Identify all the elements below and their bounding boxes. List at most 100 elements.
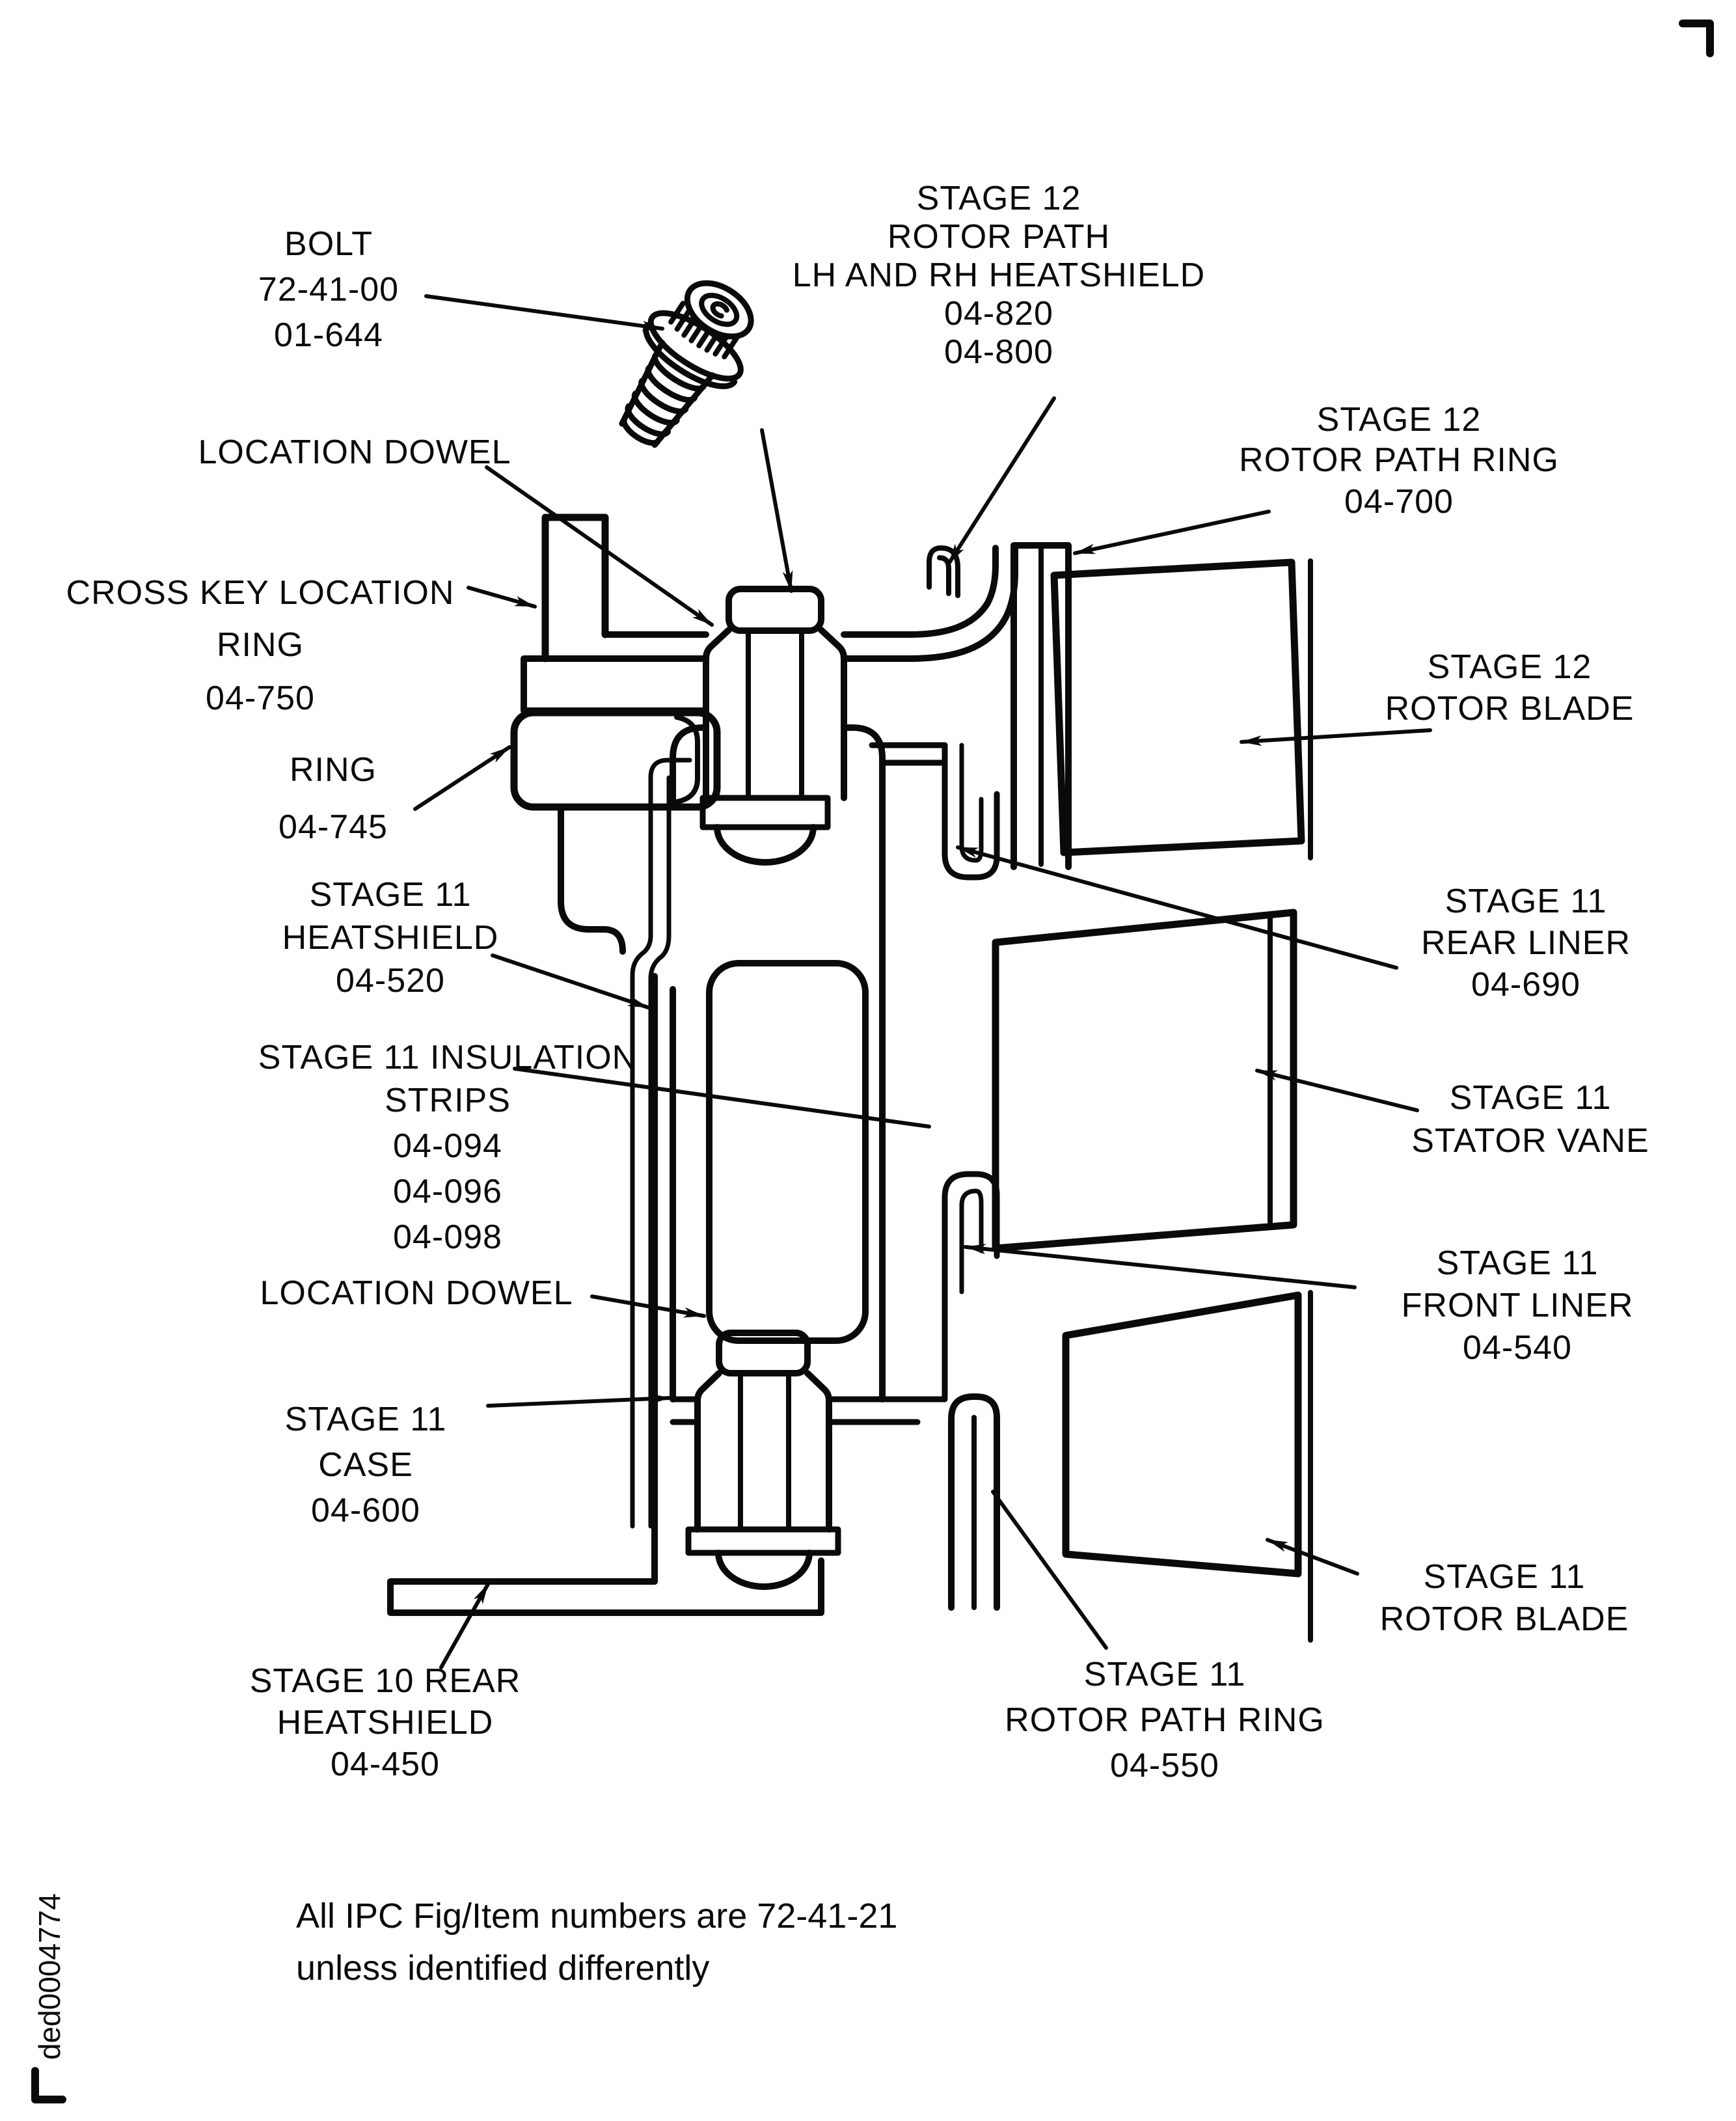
- stage11-rotor-path-ring-leader: [991, 1490, 1108, 1650]
- location-dowel-top-leader: [485, 465, 714, 627]
- callout-bolt-line1: BOLT: [284, 225, 373, 263]
- flange-scurve-inner: [906, 545, 999, 638]
- s11ring-line1: STAGE 11: [1084, 1656, 1246, 1693]
- cross-key-leader: [467, 586, 537, 609]
- stage11-rotor-blade-leader: [1266, 1538, 1359, 1576]
- rear-liner-connector: [869, 742, 948, 766]
- insul-line5: 04-098: [393, 1218, 502, 1256]
- s10hs-line2: HEATSHIELD: [277, 1704, 494, 1742]
- stage11-case-wall: [651, 973, 676, 1585]
- callout-stage11-heatshield: STAGE 11 HEATSHIELD 04-520: [282, 876, 499, 1000]
- ring-line1: RING: [290, 751, 377, 789]
- callout-stage11-rotor-path-ring: STAGE 11 ROTOR PATH RING 04-550: [1005, 1656, 1325, 1785]
- callouts: BOLT 72-41-00 01-644 LOCATION DOWEL STAG…: [66, 180, 1649, 1785]
- stage10-heatshield-leader: [439, 1582, 490, 1669]
- dowel-bottom-dome: [715, 1550, 813, 1590]
- dowel-bottom-cap: [716, 1330, 811, 1376]
- callout-bolt-line3: 01-644: [274, 316, 383, 354]
- stage11-case-leader: [486, 1393, 672, 1408]
- dowel-top-shank: [746, 629, 804, 801]
- crop-mark-top-right: [1679, 20, 1714, 57]
- ring-04-745-block: [510, 709, 721, 811]
- frontliner-line3: 04-540: [1463, 1329, 1572, 1367]
- callout-front-liner: STAGE 11 FRONT LINER 04-540: [1402, 1244, 1633, 1367]
- s12ring-line2: ROTOR PATH RING: [1239, 441, 1559, 479]
- s12blade-line2: ROTOR BLADE: [1385, 690, 1634, 728]
- ring-leader: [413, 745, 511, 811]
- rearliner-line1: STAGE 11: [1445, 883, 1607, 920]
- stage12-rotor-blade-block: [1050, 558, 1305, 856]
- case-line3: 04-600: [311, 1492, 420, 1529]
- callout-bolt-line2: 72-41-00: [258, 271, 399, 308]
- stage11-rotor-blade-block: [1062, 1291, 1302, 1578]
- callout-bolt: BOLT 72-41-00 01-644: [258, 225, 399, 354]
- stage12-heatshield-leader: [947, 396, 1056, 566]
- ipc-note-line1: All IPC Fig/Item numbers are 72-41-21: [296, 1896, 897, 1936]
- callout-location-dowel-top: LOCATION DOWEL: [198, 433, 511, 471]
- stator-vane-leader: [1255, 1069, 1419, 1112]
- stage11-heatshield-leader: [491, 953, 650, 1009]
- cross-key-ring-post: [541, 513, 609, 663]
- rear-liner-leader: [956, 845, 1398, 970]
- ring-line2: 04-745: [278, 808, 388, 846]
- rearliner-line3: 04-690: [1471, 966, 1580, 1004]
- rearliner-line2: REAR LINER: [1421, 924, 1631, 962]
- bolt-leader: [424, 294, 664, 331]
- bolt-head-socket: [699, 292, 740, 327]
- case-line1: STAGE 11: [285, 1401, 447, 1438]
- callout-stage11-rotor-blade: STAGE 11 ROTOR BLADE: [1380, 1558, 1629, 1638]
- stage11-front-liner-clip: [942, 1171, 1000, 1295]
- rear-liner-clip-inner: [959, 743, 984, 863]
- bolt-illustration: [619, 280, 754, 448]
- front-liner-clip-inner: [959, 1188, 984, 1294]
- stage11-rotor-path-ring-band: [948, 1393, 1000, 1611]
- ring-to-case-step: [558, 804, 626, 955]
- stage11-heatshield-wall-outer: [630, 758, 692, 1529]
- s10hs-line3: 04-450: [331, 1745, 440, 1783]
- stage11-stator-vane-block: [992, 909, 1297, 1252]
- crosskey-line1: CROSS KEY LOCATION: [66, 574, 455, 612]
- case-boss-outline: [670, 724, 886, 1403]
- insul-line1: STAGE 11 INSULATION: [258, 1039, 637, 1076]
- crop-mark-bottom-left: [31, 2067, 66, 2103]
- stage11-heatshield-wall-inner: [648, 775, 671, 1529]
- case-line2: CASE: [318, 1446, 413, 1484]
- dowel-bottom-washer: [685, 1526, 841, 1556]
- s12hs-line4: 04-820: [944, 295, 1053, 333]
- bolt-socket-notch: [710, 301, 729, 319]
- document-id-watermark: ded0004774: [33, 1893, 66, 2060]
- leader-lines: [413, 294, 1432, 1669]
- callout-rear-liner: STAGE 11 REAR LINER 04-690: [1421, 883, 1631, 1004]
- flange-scurve-outer: [906, 545, 1018, 662]
- stage12-rotor-blade-leader: [1240, 728, 1432, 746]
- vane-line2: STATOR VANE: [1411, 1122, 1649, 1160]
- s11hs-line1: STAGE 11: [310, 876, 472, 914]
- callout-stator-vane: STAGE 11 STATOR VANE: [1411, 1079, 1649, 1160]
- bolt-flange: [647, 310, 744, 382]
- callout-stage11-case: STAGE 11 CASE 04-600: [285, 1401, 447, 1529]
- stage11-rear-liner-clip: [942, 742, 1000, 881]
- bolt-to-dowel-leader: [760, 428, 793, 593]
- s11ring-line2: ROTOR PATH RING: [1005, 1701, 1325, 1739]
- callout-insulation-strips: STAGE 11 INSULATION STRIPS 04-094 04-096…: [258, 1039, 637, 1256]
- vane-line1: STAGE 11: [1450, 1079, 1612, 1117]
- s12hs-line5: 04-800: [944, 333, 1053, 371]
- callout-stage12-rotor-blade: STAGE 12 ROTOR BLADE: [1385, 648, 1634, 728]
- insul-line2: STRIPS: [385, 1082, 511, 1119]
- s11ring-line3: 04-550: [1110, 1747, 1219, 1785]
- s12hs-line2: ROTOR PATH: [888, 218, 1110, 256]
- bolt-threads: [621, 352, 707, 446]
- s11blade-line1: STAGE 11: [1424, 1558, 1586, 1596]
- frontliner-line1: STAGE 11: [1437, 1244, 1599, 1282]
- s11hs-line2: HEATSHIELD: [282, 919, 499, 957]
- s12blade-line1: STAGE 12: [1428, 648, 1592, 686]
- callout-location-dowel-bottom: LOCATION DOWEL: [260, 1274, 573, 1312]
- s12hs-line3: LH AND RH HEATSHIELD: [793, 256, 1206, 294]
- insul-line4: 04-096: [393, 1173, 502, 1211]
- insulation-strips-leader: [513, 1067, 931, 1129]
- s10hs-line1: STAGE 10 REAR: [250, 1662, 521, 1700]
- dowel-bottom-body: [694, 1370, 832, 1533]
- bottom-flange: [387, 1557, 824, 1616]
